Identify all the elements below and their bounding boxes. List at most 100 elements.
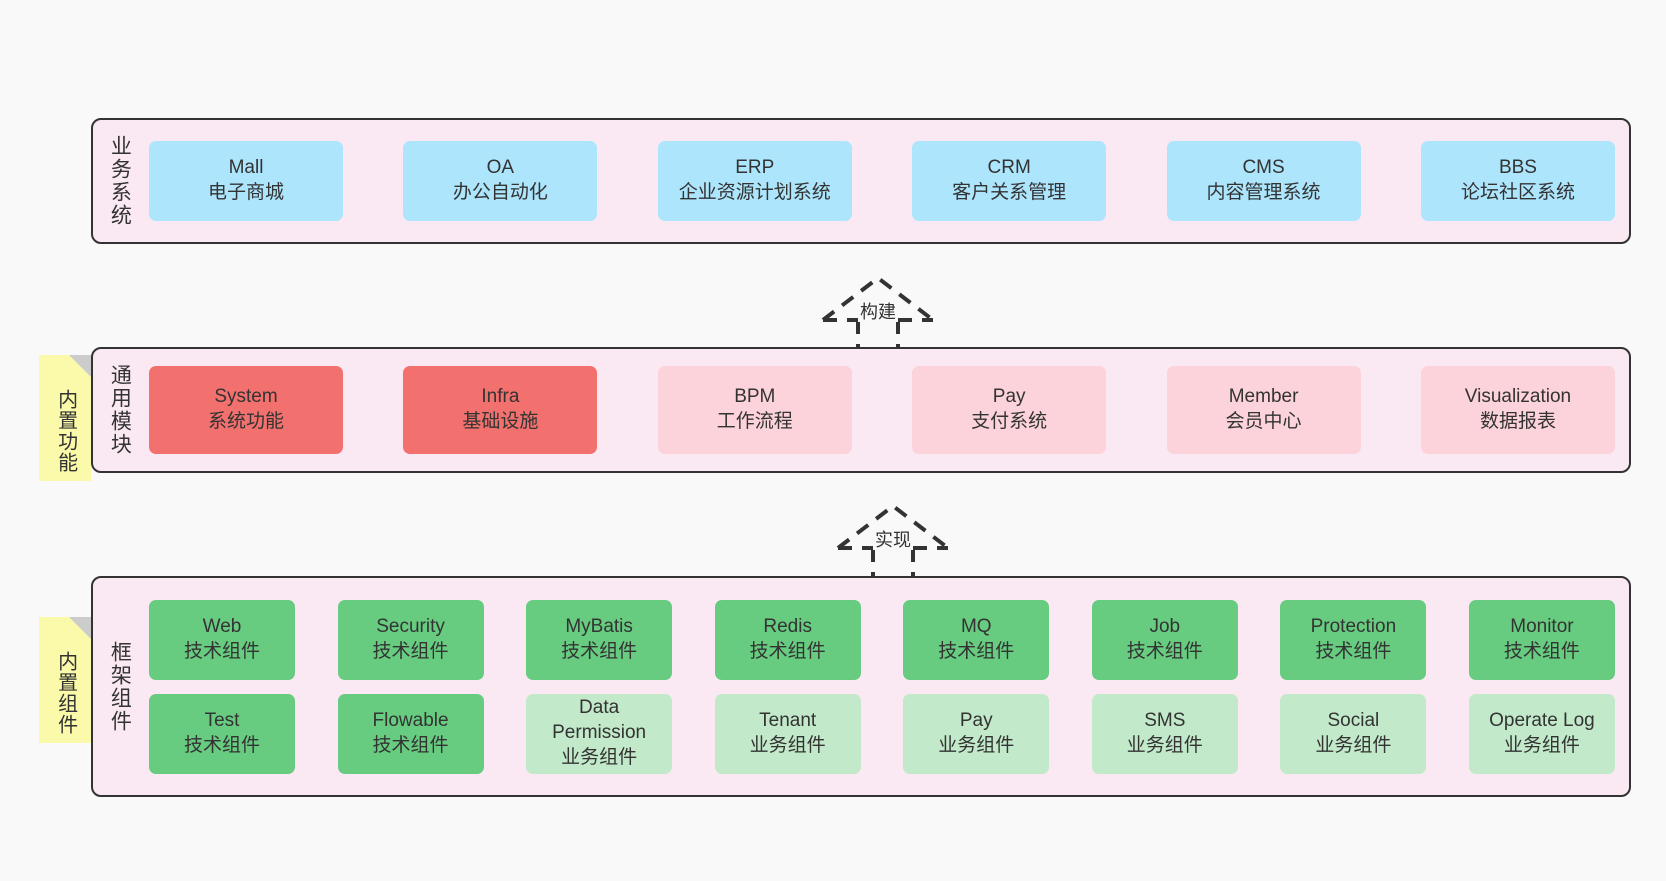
node-protection-desc: 技术组件 xyxy=(1315,640,1392,662)
node-bbs-desc: 论坛社区系统 xyxy=(1460,182,1575,203)
node-protection-name: Protection xyxy=(1310,615,1397,637)
node-row-frame-business: Test 技术组件 Flowable 技术组件 Data Permission … xyxy=(149,693,1615,774)
node-pay-component[interactable]: Pay 业务组件 xyxy=(903,693,1050,774)
node-job-desc: 技术组件 xyxy=(1126,640,1203,662)
node-pay-component-name: Pay xyxy=(959,709,993,731)
node-sms-name: SMS xyxy=(1144,709,1186,731)
node-oa-desc: 办公自动化 xyxy=(452,182,548,203)
node-web[interactable]: Web 技术组件 xyxy=(149,599,295,680)
node-erp-desc: 企业资源计划系统 xyxy=(678,182,831,203)
node-cms-name: CMS xyxy=(1242,157,1285,179)
node-erp[interactable]: ERP 企业资源计划系统 xyxy=(657,141,852,221)
node-system-name: System xyxy=(214,386,278,408)
node-sms-desc: 业务组件 xyxy=(1126,734,1203,756)
node-bpm-name: BPM xyxy=(734,386,776,408)
node-flowable-desc: 技术组件 xyxy=(372,734,449,756)
node-mq-name: MQ xyxy=(960,615,992,637)
node-operate-log[interactable]: Operate Log 业务组件 xyxy=(1468,693,1615,774)
node-member-name: Member xyxy=(1228,386,1299,408)
node-flowable[interactable]: Flowable 技术组件 xyxy=(337,693,484,774)
node-redis-desc: 技术组件 xyxy=(749,640,826,662)
note-fold-corner-icon xyxy=(69,355,91,377)
layer-framework-components: 框架组件 Web 技术组件 Security 技术组件 MyBatis 技术组件… xyxy=(91,576,1631,797)
node-mall-desc: 电子商城 xyxy=(207,182,284,203)
layer-body-modules: System 系统功能 Infra 基础设施 BPM 工作流程 Pay 支付系统… xyxy=(145,349,1629,471)
node-bpm[interactable]: BPM 工作流程 xyxy=(657,366,852,454)
node-pay-module-desc: 支付系统 xyxy=(971,411,1048,432)
note-builtin-features: 内置功能 xyxy=(39,355,91,481)
node-row-modules: System 系统功能 Infra 基础设施 BPM 工作流程 Pay 支付系统… xyxy=(149,366,1615,454)
node-member[interactable]: Member 会员中心 xyxy=(1166,366,1361,454)
node-data-permission-name2: Permission xyxy=(552,722,647,744)
note-fold-corner-icon-2 xyxy=(69,617,91,639)
layer-common-modules: 通用模块 System 系统功能 Infra 基础设施 BPM 工作流程 Pay xyxy=(91,347,1631,473)
node-visualization[interactable]: Visualization 数据报表 xyxy=(1420,366,1615,454)
node-protection[interactable]: Protection 技术组件 xyxy=(1280,599,1427,680)
node-pay-component-desc: 业务组件 xyxy=(938,734,1015,756)
node-member-desc: 会员中心 xyxy=(1225,411,1302,432)
node-job[interactable]: Job 技术组件 xyxy=(1091,599,1238,680)
node-mall[interactable]: Mall 电子商城 xyxy=(149,141,343,221)
node-bpm-desc: 工作流程 xyxy=(716,411,793,432)
node-crm[interactable]: CRM 客户关系管理 xyxy=(912,141,1107,221)
node-row-business: Mall 电子商城 OA 办公自动化 ERP 企业资源计划系统 CRM 客户关系… xyxy=(149,141,1615,221)
node-operate-log-name: Operate Log xyxy=(1489,709,1595,731)
node-mq-desc: 技术组件 xyxy=(938,640,1015,662)
node-oa[interactable]: OA 办公自动化 xyxy=(403,141,598,221)
node-tenant[interactable]: Tenant 业务组件 xyxy=(714,693,861,774)
node-test-desc: 技术组件 xyxy=(183,734,260,756)
node-mybatis[interactable]: MyBatis 技术组件 xyxy=(526,599,673,680)
node-bbs[interactable]: BBS 论坛社区系统 xyxy=(1420,141,1615,221)
node-infra-desc: 基础设施 xyxy=(462,411,539,432)
node-crm-name: CRM xyxy=(987,157,1031,179)
node-infra[interactable]: Infra 基础设施 xyxy=(403,366,598,454)
note-builtin-components: 内置组件 xyxy=(39,617,91,743)
node-social-name: Social xyxy=(1327,709,1380,731)
node-data-permission-desc: 业务组件 xyxy=(561,746,638,768)
node-system-desc: 系统功能 xyxy=(207,411,284,432)
node-security[interactable]: Security 技术组件 xyxy=(337,599,484,680)
node-row-frame-tech: Web 技术组件 Security 技术组件 MyBatis 技术组件 Redi… xyxy=(149,599,1615,680)
node-redis[interactable]: Redis 技术组件 xyxy=(714,599,861,680)
layer-body-frame: Web 技术组件 Security 技术组件 MyBatis 技术组件 Redi… xyxy=(145,578,1629,795)
node-social[interactable]: Social 业务组件 xyxy=(1280,693,1427,774)
node-security-name: Security xyxy=(376,615,445,637)
node-data-permission[interactable]: Data Permission 业务组件 xyxy=(526,693,673,774)
node-data-permission-name: Data xyxy=(579,697,620,719)
node-oa-name: OA xyxy=(486,157,515,179)
node-social-desc: 业务组件 xyxy=(1315,734,1392,756)
node-test-name: Test xyxy=(204,709,240,731)
node-web-desc: 技术组件 xyxy=(183,640,260,662)
node-sms[interactable]: SMS 业务组件 xyxy=(1091,693,1238,774)
node-system[interactable]: System 系统功能 xyxy=(149,366,343,454)
node-erp-name: ERP xyxy=(735,157,775,179)
node-flowable-name: Flowable xyxy=(372,709,449,731)
node-monitor-desc: 技术组件 xyxy=(1503,640,1580,662)
node-pay-module-name: Pay xyxy=(992,386,1026,408)
node-mybatis-desc: 技术组件 xyxy=(561,640,638,662)
node-pay-module[interactable]: Pay 支付系统 xyxy=(912,366,1107,454)
node-bbs-name: BBS xyxy=(1498,157,1537,179)
note-builtin-features-text: 内置功能 xyxy=(54,389,77,473)
layer-title-frame: 框架组件 xyxy=(108,640,132,733)
node-crm-desc: 客户关系管理 xyxy=(952,182,1067,203)
node-test[interactable]: Test 技术组件 xyxy=(149,693,295,774)
connector-implement-shape xyxy=(836,503,950,580)
node-cms[interactable]: CMS 内容管理系统 xyxy=(1166,141,1361,221)
note-builtin-components-text: 内置组件 xyxy=(54,651,77,735)
node-monitor-name: Monitor xyxy=(1510,615,1574,637)
node-tenant-desc: 业务组件 xyxy=(749,734,826,756)
node-cms-desc: 内容管理系统 xyxy=(1206,182,1321,203)
connector-build: 构建 xyxy=(803,262,953,352)
node-mq[interactable]: MQ 技术组件 xyxy=(903,599,1050,680)
node-tenant-name: Tenant xyxy=(759,709,817,731)
layer-title-business: 业务系统 xyxy=(108,135,132,227)
node-web-name: Web xyxy=(202,615,242,637)
node-visualization-desc: 数据报表 xyxy=(1479,411,1556,432)
node-visualization-name: Visualization xyxy=(1464,386,1572,408)
node-monitor[interactable]: Monitor 技术组件 xyxy=(1468,599,1615,680)
connector-build-shape xyxy=(821,275,935,352)
node-operate-log-desc: 业务组件 xyxy=(1503,734,1580,756)
node-redis-name: Redis xyxy=(763,615,812,637)
